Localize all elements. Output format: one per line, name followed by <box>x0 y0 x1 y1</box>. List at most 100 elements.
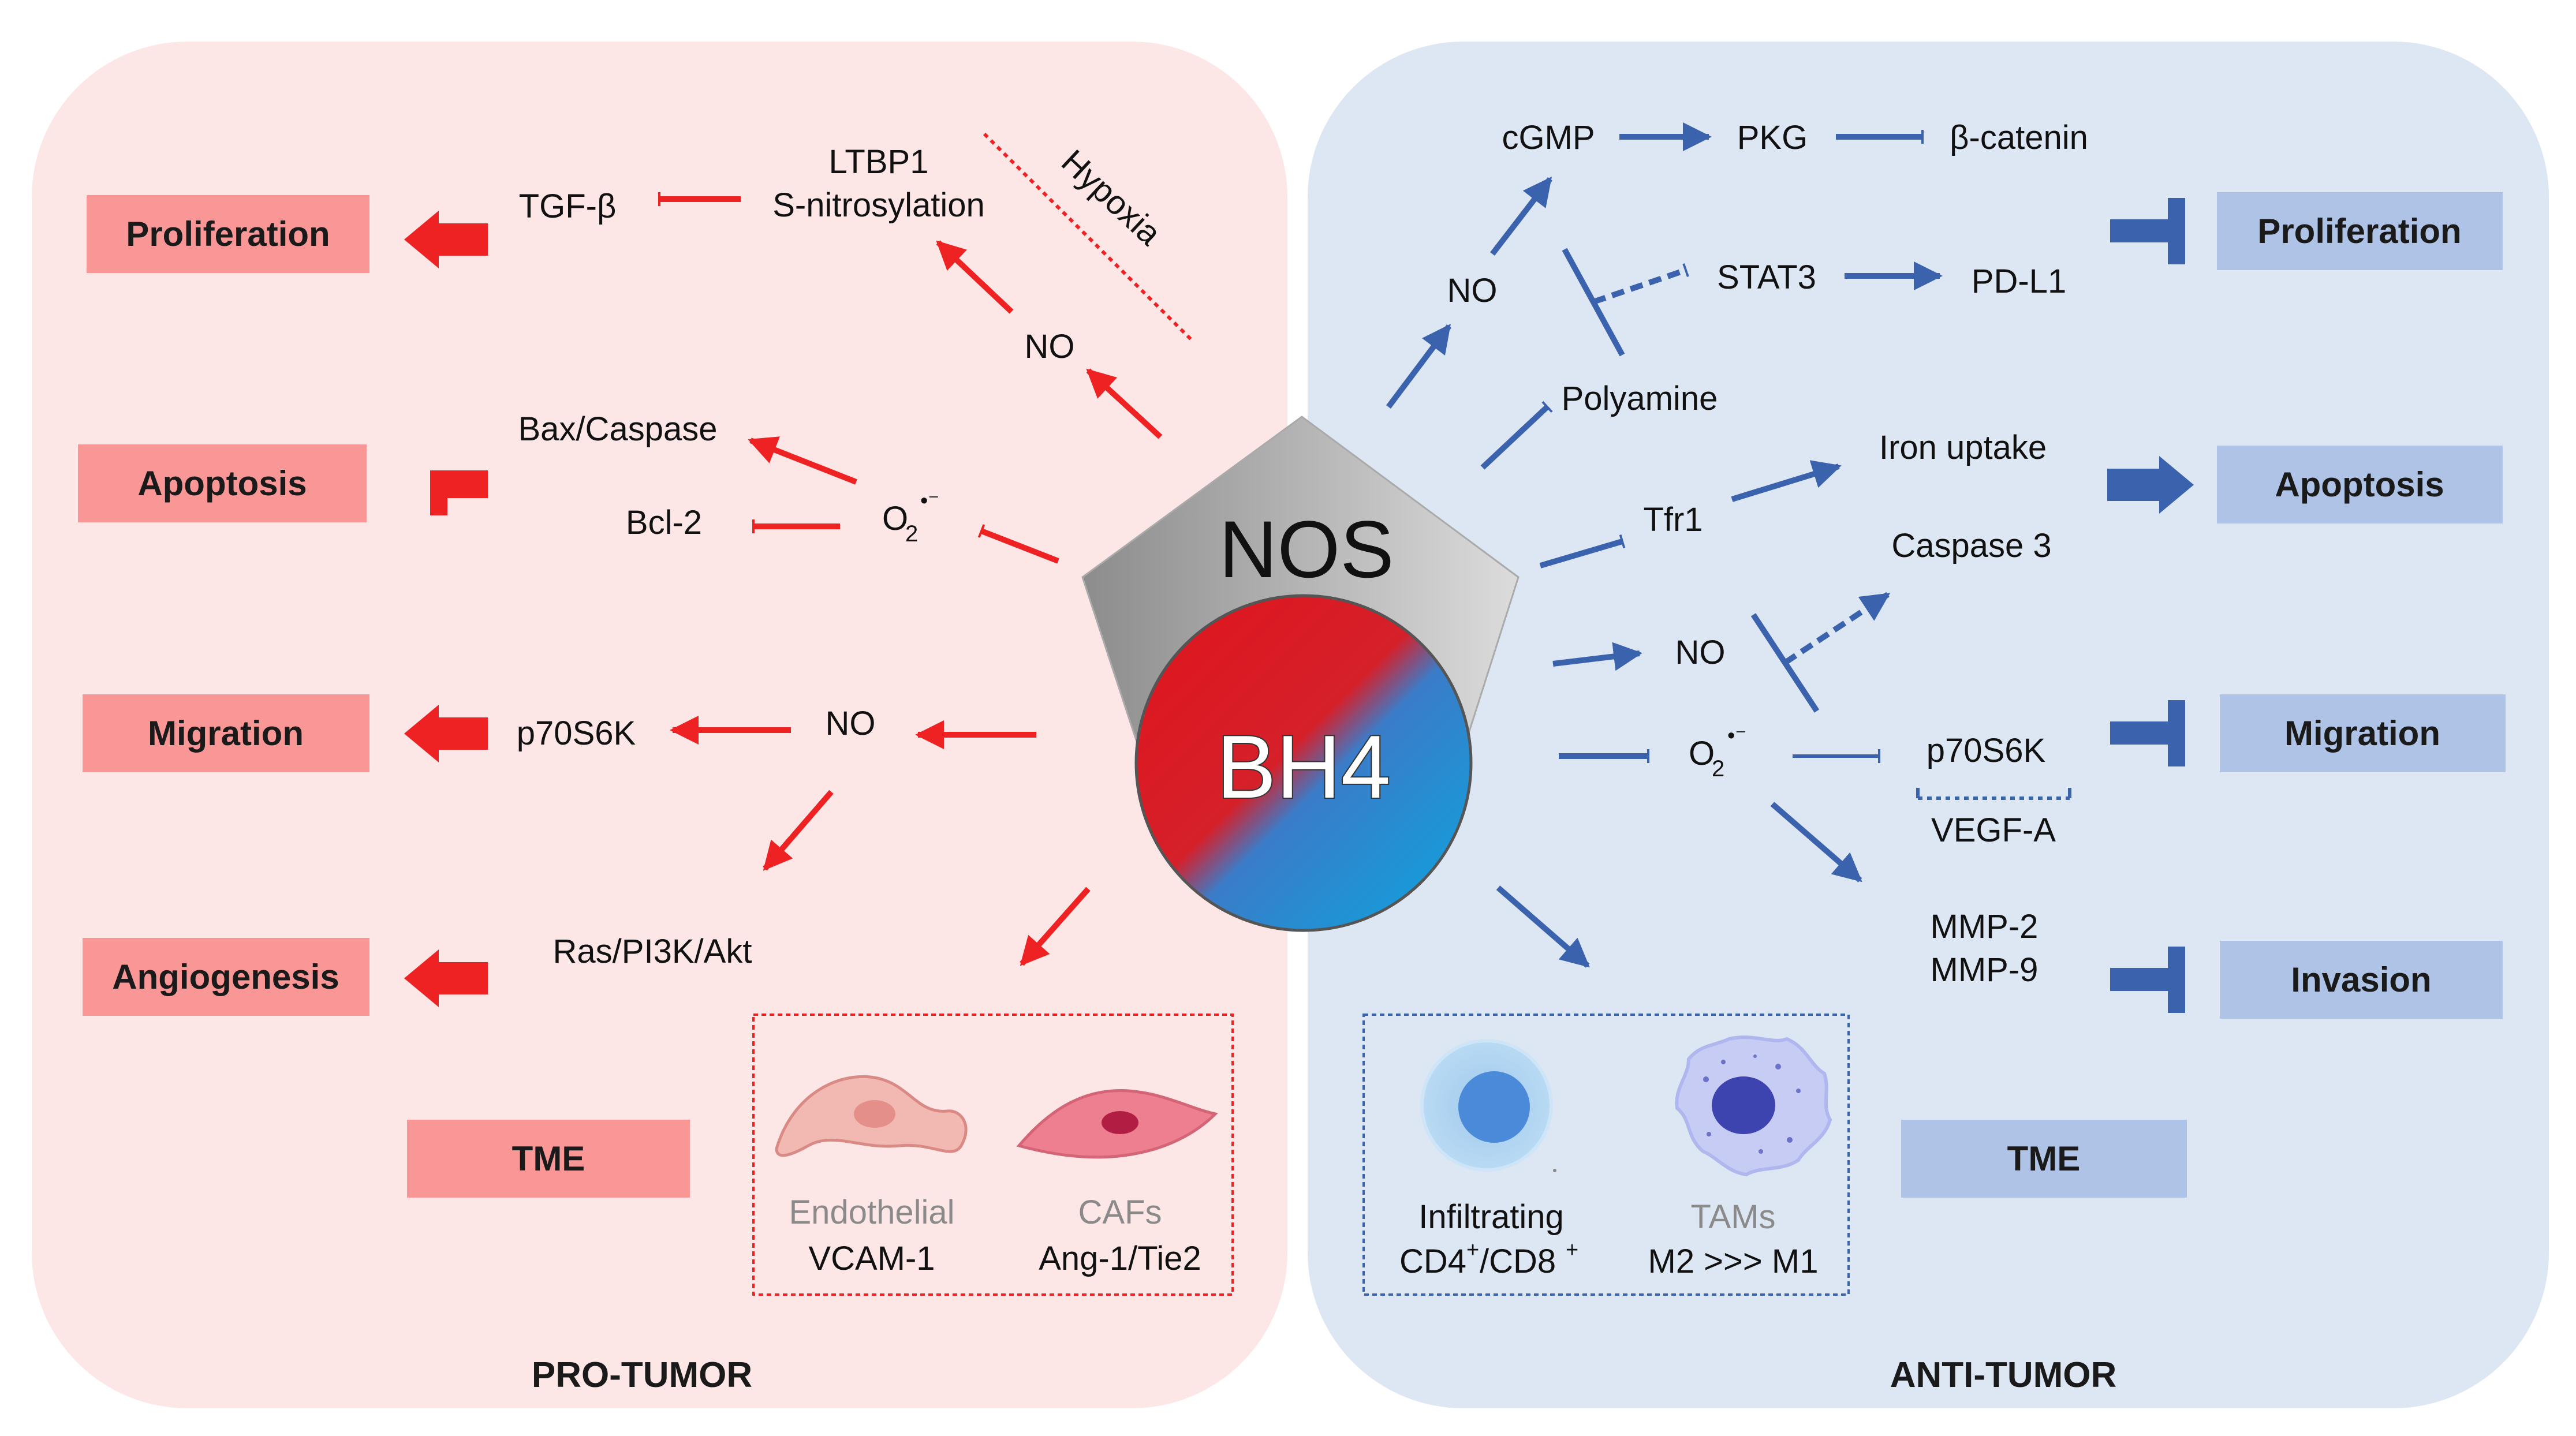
pro-migration-label: Migration <box>148 714 304 753</box>
t-cell-icon <box>1420 1039 1556 1172</box>
nos-label: NOS <box>1219 504 1394 594</box>
svg-text:2: 2 <box>905 521 918 547</box>
nos-inhibits-tfr1 <box>1539 534 1626 569</box>
tgf-beta-label: TGF-β <box>519 188 617 225</box>
anti-tumor-title: ANTI-TUMOR <box>1890 1355 2117 1395</box>
anti-invasion-box: Invasion <box>2220 941 2503 1019</box>
anti-invasion-label: Invasion <box>2291 960 2431 999</box>
stat3-label: STAT3 <box>1717 259 1816 296</box>
pro-superoxide-label: O <box>882 500 908 537</box>
tfr1-label: Tfr1 <box>1643 501 1703 538</box>
svg-text:•⁻: •⁻ <box>1727 724 1746 748</box>
pro-proliferation-label: Proliferation <box>126 215 330 253</box>
svg-text:+: + <box>1466 1238 1479 1262</box>
anti-no-mid-label: NO <box>1675 634 1726 671</box>
beta-catenin-label: β-catenin <box>1950 119 2088 156</box>
pro-tme-box: TME <box>407 1120 690 1198</box>
anti-superoxide-label: O <box>1689 735 1715 772</box>
anti-p70s6k-label: p70S6K <box>1927 732 2046 769</box>
anti-migration-box: Migration <box>2220 694 2506 772</box>
endothelial-cell-icon <box>775 1075 968 1157</box>
anti-tme-cells-box <box>1362 1014 1850 1296</box>
no-to-ltbp1-arrow <box>936 240 1014 314</box>
cd4-cd8-label: CD4 + /CD8 + <box>1399 1238 1578 1280</box>
anti-invasion-big-blocker <box>2110 947 2185 1013</box>
cgmp-label: cGMP <box>1502 119 1595 156</box>
anti-migration-big-blocker <box>2110 700 2185 766</box>
pro-tumor-title: PRO-TUMOR <box>532 1355 752 1395</box>
o2-to-bax-arrow <box>748 436 857 485</box>
anti-apoptosis-label: Apoptosis <box>2275 465 2444 504</box>
pro-migration-big-arrow <box>404 705 488 762</box>
nos-inhibits-polyamine <box>1480 401 1553 470</box>
macrophage-icon <box>1675 1035 1832 1177</box>
anti-tme-box: TME <box>1901 1120 2187 1198</box>
nos-to-no-mid-arrow-anti <box>1552 642 1642 671</box>
mmp9-label: MMP-9 <box>1931 951 2039 989</box>
caspase3-label: Caspase 3 <box>1891 527 2051 564</box>
svg-text:•⁻: •⁻ <box>920 489 939 513</box>
svg-text:+: + <box>1566 1238 1578 1262</box>
no-to-ras-arrow <box>763 790 834 871</box>
pro-no-top-label: NO <box>1025 328 1075 365</box>
cd8-text: /CD8 <box>1480 1243 1556 1280</box>
m2-m1-label: M2 >>> M1 <box>1648 1243 1819 1280</box>
vegf-a-label: VEGF-A <box>1931 812 2056 849</box>
anti-tumor-panel <box>1308 42 2549 1408</box>
polyamine-inhibits-stat3-dashed <box>1592 263 1689 305</box>
tams-label: TAMs <box>1690 1198 1775 1236</box>
o2-to-mmp-arrow <box>1770 802 1862 882</box>
hypoxia-dotted-line <box>983 132 1194 342</box>
pro-tme-label: TME <box>512 1139 585 1178</box>
ltbp1-label: LTBP1 <box>828 143 928 181</box>
bcl2-label: Bcl-2 <box>626 504 702 541</box>
pro-superoxide: O 2 •⁻ <box>882 489 939 547</box>
bax-caspase-label: Bax/Caspase <box>518 410 718 448</box>
bh4-circle <box>1134 594 1473 932</box>
nos-inhibits-o2 <box>977 524 1059 564</box>
bh4-label: BH4 <box>1216 717 1391 817</box>
polyamine-stat3-tbar-vertical <box>1562 248 1625 357</box>
pro-proliferation-box: Proliferation <box>87 195 369 273</box>
pro-tumor-panel <box>32 42 1287 1408</box>
pro-angiogenesis-box: Angiogenesis <box>83 938 369 1016</box>
anti-proliferation-box: Proliferation <box>2217 192 2503 270</box>
anti-migration-label: Migration <box>2284 714 2440 753</box>
infiltrating-label: Infiltrating <box>1418 1198 1563 1236</box>
pro-no-mid-label: NO <box>826 705 876 742</box>
anti-apoptosis-box: Apoptosis <box>2217 446 2503 523</box>
pro-tme-cells-box <box>752 1014 1234 1296</box>
anti-superoxide: O 2 •⁻ <box>1689 724 1746 781</box>
ang1-tie2-label: Ang-1/Tie2 <box>1039 1240 1201 1277</box>
iron-uptake-label: Iron uptake <box>1879 429 2047 466</box>
ras-pi3k-akt-label: Ras/PI3K/Akt <box>553 933 752 970</box>
pkg-label: PKG <box>1737 119 1808 156</box>
pro-migration-box: Migration <box>83 694 369 772</box>
nos-to-no-top-arrow <box>1386 324 1451 409</box>
pro-apoptosis-big-blocker <box>430 470 488 515</box>
nos-to-no-arrow <box>1086 368 1163 439</box>
endothelial-label: Endothelial <box>789 1194 955 1231</box>
cd4-text: CD4 <box>1399 1243 1466 1280</box>
anti-proliferation-label: Proliferation <box>2257 212 2461 250</box>
anti-proliferation-big-blocker <box>2110 198 2185 264</box>
cafs-label: CAFs <box>1078 1194 1162 1231</box>
tfr1-to-iron-arrow <box>1731 460 1842 502</box>
anti-tme-label: TME <box>2007 1139 2081 1178</box>
anti-no-top-label: NO <box>1447 272 1498 309</box>
pro-p70s6k-label: p70S6K <box>517 715 636 752</box>
nos-to-tme-arrow <box>1020 887 1091 966</box>
caf-cell-icon <box>1016 1089 1218 1159</box>
no-to-caspase3-dashed-arrow <box>1783 592 1891 665</box>
polyamine-label: Polyamine <box>1562 380 1718 417</box>
pdl1-label: PD-L1 <box>1972 263 2066 300</box>
pro-angiogenesis-big-arrow <box>404 949 488 1007</box>
pro-proliferation-big-arrow <box>404 211 488 268</box>
mmp2-label: MMP-2 <box>1931 908 2039 945</box>
pro-apoptosis-label: Apoptosis <box>137 464 307 503</box>
s-nitrosylation-label: S-nitrosylation <box>772 186 984 224</box>
nos-to-anti-tme-arrow <box>1496 885 1590 968</box>
svg-text:2: 2 <box>1712 756 1724 781</box>
pro-apoptosis-box: Apoptosis <box>78 444 367 522</box>
